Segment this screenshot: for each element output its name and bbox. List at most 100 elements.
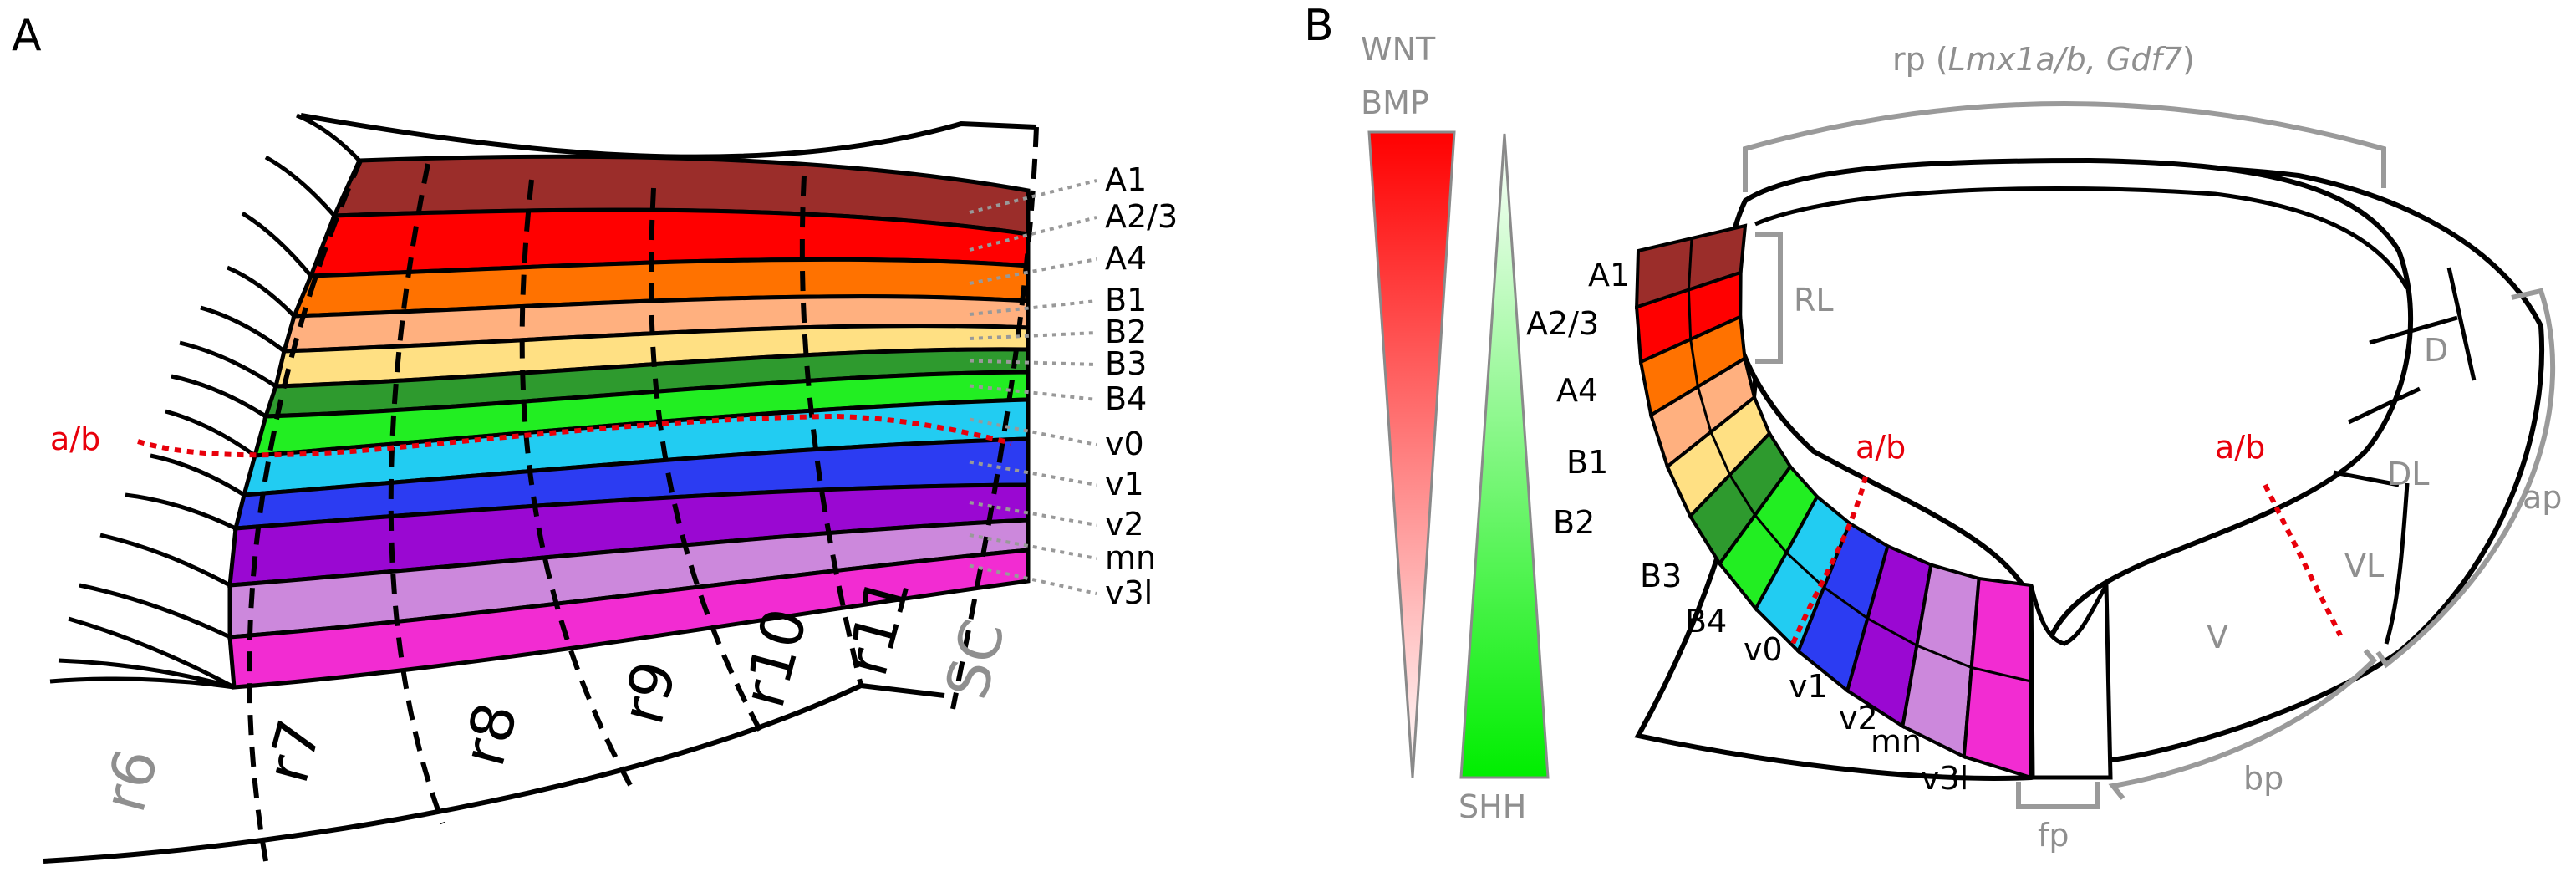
section-label-a2-3: A2/3 <box>1526 305 1599 342</box>
leader-b3 <box>969 359 1097 366</box>
panel-a-top-outline <box>300 113 1037 160</box>
domain-midline-v3l <box>1971 666 2032 683</box>
domain-label-b3: B3 <box>1105 345 1147 382</box>
wnt-bmp-gradient <box>1367 130 1456 778</box>
domain-label-v2: v2 <box>1105 506 1144 543</box>
panel-a-bottom-outline <box>43 682 945 864</box>
region-d-label: D <box>2424 332 2448 369</box>
boundary-r6-r7 <box>247 157 364 862</box>
spinal-cord-label: SC <box>932 613 1018 706</box>
domain-label-b4: B4 <box>1105 380 1147 417</box>
panel-b-domains <box>1634 223 2033 780</box>
divider-3 <box>2333 470 2400 487</box>
domain-midline-a1 <box>1687 237 1693 290</box>
outer-curve-14 <box>58 658 235 690</box>
domain-midline-v1 <box>1823 586 1869 620</box>
rhombomere-boundaries <box>247 126 1039 862</box>
outer-curve-10 <box>125 492 237 531</box>
leader-a2-3 <box>969 216 1097 252</box>
boundary-r8-r9 <box>519 179 638 796</box>
ventricle-inner-rim <box>1754 186 2410 290</box>
leader-a1 <box>969 179 1097 214</box>
domain-midline-b4 <box>1754 514 1788 554</box>
floor-plate-bracket <box>2016 782 2100 809</box>
panel-a-letter: A <box>12 11 42 61</box>
domain-label-a4: A4 <box>1105 240 1147 277</box>
shh-gradient <box>1459 133 1550 779</box>
section-label-mn: mn <box>1871 723 1922 760</box>
gradient-label-bmp: BMP <box>1361 84 1429 121</box>
outer-curve-2 <box>264 155 336 217</box>
outer-curve-11 <box>99 533 232 588</box>
section-label-v2: v2 <box>1839 700 1878 737</box>
domain-midline-mn <box>1916 644 1973 669</box>
section-label-b1: B1 <box>1566 444 1608 481</box>
leader-v0 <box>969 417 1097 446</box>
floor-plate-region <box>2029 577 2113 780</box>
section-label-v0: v0 <box>1744 631 1783 668</box>
domain-midline-b1 <box>1696 386 1713 433</box>
gradient-label-wnt: WNT <box>1361 31 1436 68</box>
divider-1 <box>2369 315 2458 345</box>
domain-midline-b3 <box>1728 474 1757 516</box>
panel-b-letter: B <box>1304 1 1334 51</box>
section-label-v1: v1 <box>1789 668 1828 705</box>
alar-plate-bracket <box>2375 288 2555 669</box>
domain-label-b2: B2 <box>1105 314 1147 350</box>
outer-curve-15 <box>49 676 235 690</box>
section-label-b3: B3 <box>1640 558 1682 594</box>
section-label-b4: B4 <box>1685 603 1727 640</box>
outer-curve-5 <box>200 305 286 353</box>
outer-curve-4 <box>227 265 296 318</box>
outer-curve-12 <box>79 583 232 640</box>
domain-label-b1: B1 <box>1105 282 1147 319</box>
outer-curve-3 <box>241 211 313 278</box>
leader-v3l <box>969 563 1097 595</box>
section-label-b2: B2 <box>1553 504 1595 541</box>
outer-curve-9 <box>150 453 246 497</box>
boundary-r11-sc <box>950 126 1039 710</box>
rhombic-lip-label: RL <box>1794 282 1834 319</box>
domain-label-v1: v1 <box>1105 466 1144 502</box>
gradient-label-shh: SHH <box>1459 788 1526 825</box>
panel-a-outer-curves <box>49 113 361 690</box>
divider-4 <box>2446 267 2477 381</box>
region-dl-label: DL <box>2387 456 2429 492</box>
panel-a-ab-boundary <box>137 413 1012 458</box>
left-ab-label: a/b <box>1856 429 1906 466</box>
section-label-a1: A1 <box>1588 257 1630 293</box>
domain-label-v0: v0 <box>1105 426 1144 462</box>
divider-5 <box>2384 482 2410 645</box>
domain-midline-a4 <box>1689 339 1699 387</box>
panel-b: B WNT BMP SHH rp (Lmx1a/b, Gdf7) a/b D <box>1304 1 2562 854</box>
left-ab-boundary <box>1790 476 1868 645</box>
boundary-r9-r10 <box>648 187 763 733</box>
divider-2 <box>2347 386 2421 425</box>
panel-a-domain-bands <box>227 154 1031 690</box>
region-v-label: V <box>2207 619 2228 655</box>
boundary-r10-r11 <box>799 175 863 686</box>
leader-v2 <box>969 501 1097 527</box>
rhombomere-r6: r6 <box>89 742 171 818</box>
leader-v1 <box>969 460 1097 487</box>
domain-label-a1: A1 <box>1105 161 1147 198</box>
boundary-r7-r8 <box>388 163 445 825</box>
outer-curve-6 <box>179 340 277 389</box>
basal-plate-label: bp <box>2243 760 2283 797</box>
panel-a-ab-label: a/b <box>50 421 100 457</box>
rhombomere-r8: r8 <box>449 696 531 772</box>
section-label-v3l: v3l <box>1921 760 1968 797</box>
domain-label-mn: mn <box>1105 539 1156 576</box>
leader-mn <box>969 533 1097 560</box>
rhombomere-r7: r7 <box>252 712 334 789</box>
rhombomere-r9: r9 <box>608 654 690 731</box>
domain-midline-v0 <box>1785 551 1825 589</box>
leader-b2 <box>969 331 1097 340</box>
outer-curve-7 <box>171 374 267 419</box>
region-vl-label: VL <box>2344 548 2384 584</box>
domain-midline-a2-3 <box>1687 289 1693 339</box>
